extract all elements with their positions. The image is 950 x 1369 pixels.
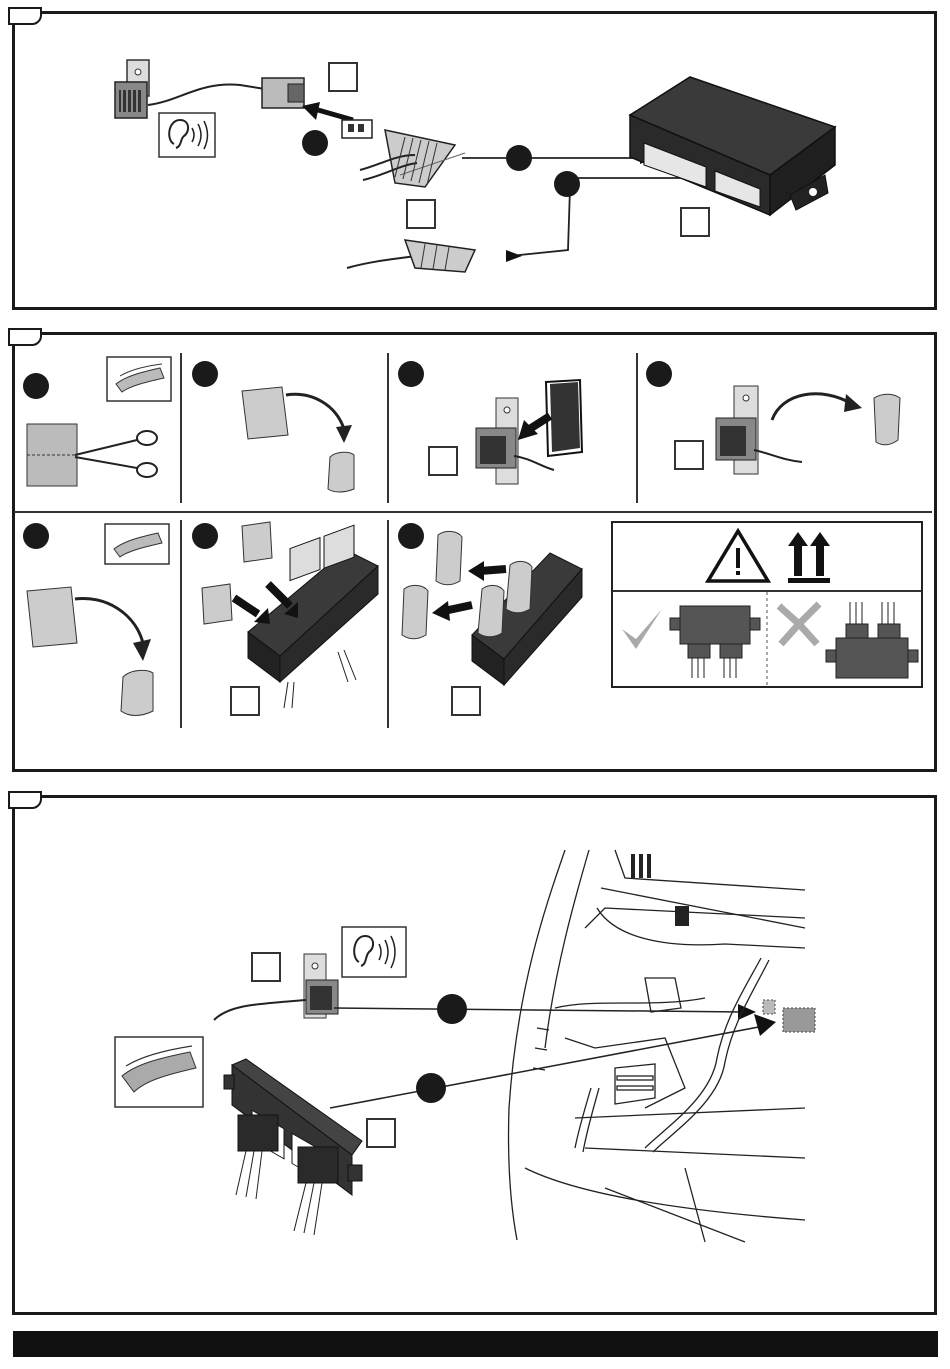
- warning-triangle-icon: [705, 528, 771, 584]
- peel-liner-illustration: [240, 385, 360, 495]
- step-marker-a: [23, 373, 49, 399]
- step-marker-c: [398, 361, 424, 387]
- buzzer-wire: [140, 75, 270, 115]
- wrong-orientation-unit: [822, 600, 922, 684]
- vehicle-trunk-interior: [505, 848, 805, 1242]
- reference-square-2b: [674, 440, 704, 470]
- check-icon: [618, 605, 666, 653]
- unit-peel-liners: [400, 525, 585, 715]
- step-marker-i: [416, 1073, 446, 1103]
- divider-b: [387, 353, 389, 503]
- step-marker-e: [23, 523, 49, 549]
- reference-square-1c: [680, 207, 710, 237]
- buzzer-peel-liner: [712, 380, 912, 485]
- reference-square-1b: [406, 199, 436, 229]
- reference-square-3b: [366, 1118, 396, 1148]
- control-unit: [620, 75, 840, 225]
- section-tab-1: [8, 7, 42, 25]
- section-tab-3: [8, 791, 42, 809]
- dotted-divider: [766, 592, 768, 688]
- reference-square-2a: [428, 446, 458, 476]
- reference-square-2c: [230, 686, 260, 716]
- peel-liner-illustration-2: [25, 585, 165, 720]
- harness-connector-lower: [345, 232, 485, 282]
- reference-square-2d: [451, 686, 481, 716]
- buzzer-apply-pad: [470, 378, 590, 488]
- adhesive-pad-icon-3: [114, 1036, 204, 1108]
- unit-apply-pads: [198, 522, 383, 712]
- step-marker-3: [554, 171, 580, 197]
- step-marker-d: [646, 361, 672, 387]
- footer-bar: [13, 1331, 938, 1357]
- row-divider: [14, 511, 932, 513]
- correct-orientation-unit: [668, 600, 764, 684]
- adhesive-pad-icon-2: [104, 523, 170, 565]
- step-marker-2: [506, 145, 532, 171]
- divider-c: [636, 353, 638, 503]
- step-marker-1: [302, 130, 328, 156]
- scissors-icon: [25, 422, 170, 492]
- section-tab-2: [8, 328, 42, 346]
- ear-sound-icon: [158, 112, 216, 158]
- ear-sound-icon-3: [341, 926, 407, 978]
- cross-icon: [775, 600, 823, 648]
- this-way-up-icon: [788, 530, 832, 584]
- divider-e: [387, 520, 389, 728]
- divider-a: [180, 353, 182, 503]
- adhesive-pad-icon: [106, 356, 172, 402]
- reference-square-1a: [328, 62, 358, 92]
- step-marker-h: [437, 994, 467, 1024]
- step-marker-b: [192, 361, 218, 387]
- divider-d: [180, 520, 182, 728]
- buzzer-illustration-3: [210, 950, 350, 1030]
